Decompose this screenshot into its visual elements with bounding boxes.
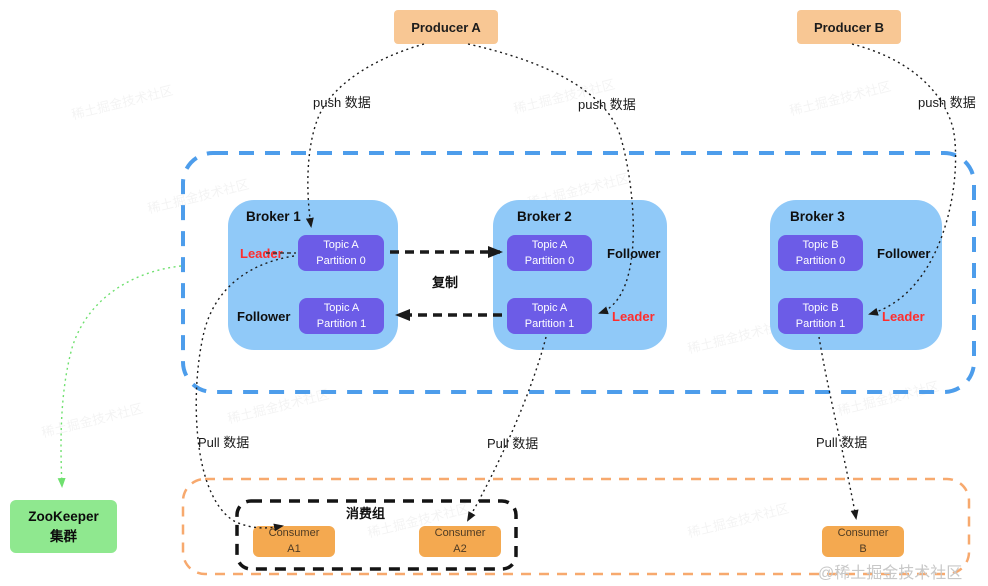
push-label-1: push 数据 — [313, 95, 371, 110]
broker-3-role-leader: Leader — [882, 309, 925, 324]
replicate-label: 复制 — [432, 275, 459, 290]
consumer-line: Consumer — [268, 527, 320, 540]
broker-2-title: Broker 2 — [517, 209, 572, 224]
broker-2-role-follower: Follower — [607, 246, 661, 261]
broker-3-partition-0: Topic B Partition 0 — [778, 235, 863, 271]
consumer-a1-box: Consumer A1 — [253, 526, 335, 557]
ghost-watermark: 稀土掘金技术社区 — [685, 498, 791, 542]
pull-label-1: Pull 数据 — [198, 435, 250, 450]
broker-1-title: Broker 1 — [246, 209, 301, 224]
broker-1-role-follower: Follower — [237, 309, 291, 324]
consumer-line: A2 — [453, 542, 467, 555]
producer-b-box: Producer B — [797, 10, 901, 44]
broker-3-box: Broker 3 Topic B Partition 0 Follower To… — [770, 200, 942, 350]
broker-1-partition-0: Topic A Partition 0 — [298, 235, 384, 271]
partition-line: Topic A — [323, 238, 359, 251]
producer-b-label: Producer B — [813, 19, 885, 35]
site-watermark: @稀土掘金技术社区 — [818, 565, 963, 582]
broker-1-box: Broker 1 Leader Topic A Partition 0 Foll… — [228, 200, 398, 350]
partition-line: Topic A — [531, 238, 568, 251]
broker-2-partition-0: Topic A Partition 0 — [507, 235, 592, 271]
partition-line: Topic A — [323, 301, 360, 314]
ghost-watermark: 稀土掘金技术社区 — [787, 76, 893, 120]
consumer-b-box: Consumer B — [822, 526, 904, 557]
partition-line: Topic A — [531, 301, 568, 314]
ghost-watermark: 稀土掘金技术社区 — [39, 398, 145, 442]
partition-line: Partition 0 — [524, 255, 575, 267]
zookeeper-line: ZooKeeper — [28, 508, 99, 524]
consumer-line: B — [859, 542, 867, 555]
partition-line: Partition 1 — [316, 318, 367, 330]
push-label-2: push 数据 — [578, 97, 636, 112]
partition-line: Partition 1 — [795, 318, 846, 330]
ghost-watermark: 稀土掘金技术社区 — [69, 80, 175, 124]
zookeeper-line: 集群 — [50, 528, 77, 544]
broker-2-partition-1: Topic A Partition 1 — [507, 298, 592, 334]
zookeeper-box: ZooKeeper 集群 — [10, 500, 117, 553]
producer-a-label: Producer A — [411, 19, 481, 35]
pull-arrow-broker2-consumer-a2 — [467, 336, 547, 522]
partition-line: Topic B — [802, 238, 839, 251]
producer-a-box: Producer A — [394, 10, 498, 44]
zookeeper-link-arrow — [57, 265, 182, 488]
broker-3-role-follower: Follower — [877, 246, 931, 261]
consumer-group-label: 消费组 — [346, 506, 386, 521]
partition-line: Partition 0 — [795, 255, 846, 267]
consumer-a2-box: Consumer A2 — [419, 526, 501, 557]
broker-3-title: Broker 3 — [790, 209, 845, 224]
push-arrow-producer-a-broker1 — [305, 43, 425, 228]
pull-label-2: Pull 数据 — [487, 436, 539, 451]
consumer-line: Consumer — [434, 527, 486, 540]
ghost-watermark: 稀土掘金技术社区 — [225, 384, 331, 428]
partition-line: Partition 0 — [316, 255, 366, 267]
pull-label-3: Pull 数据 — [816, 435, 868, 450]
consumer-line: Consumer — [837, 527, 889, 540]
push-label-3: push 数据 — [918, 95, 976, 110]
ghost-watermark: 稀土掘金技术社区 — [835, 376, 941, 420]
broker-2-box: Broker 2 Topic A Partition 0 Follower To… — [493, 200, 667, 350]
broker-3-partition-1: Topic B Partition 1 — [778, 298, 863, 334]
consumer-line: A1 — [287, 542, 301, 555]
broker-1-partition-1: Topic A Partition 1 — [299, 298, 384, 334]
pull-arrow-broker3-consumer-b — [818, 336, 859, 520]
partition-line: Topic B — [802, 301, 839, 314]
broker-2-role-leader: Leader — [612, 309, 655, 324]
partition-line: Partition 1 — [524, 318, 575, 330]
broker-1-role-leader: Leader — [240, 246, 283, 261]
